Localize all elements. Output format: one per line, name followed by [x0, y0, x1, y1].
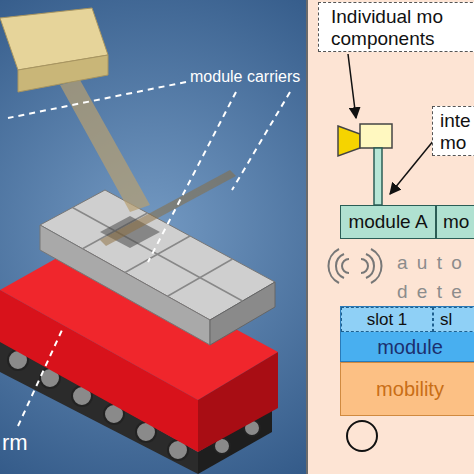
mobility-band: mobility — [340, 362, 474, 416]
module-carrier — [40, 170, 275, 345]
sensor-module — [0, 8, 150, 212]
part-label: rm — [2, 430, 28, 456]
wheel-symbol — [347, 421, 377, 451]
status-label: a u t o — [397, 252, 464, 274]
render-background — [0, 0, 306, 474]
module-box: mo — [436, 205, 474, 239]
node-text: module — [377, 335, 443, 359]
part-label: module carriers — [190, 68, 300, 86]
slot-box: slot 1 — [341, 307, 433, 332]
node-text: mo — [443, 210, 469, 234]
leader-line — [8, 82, 290, 426]
callout-box: inte mo — [432, 106, 474, 156]
node-text: sl — [440, 309, 452, 330]
pointer-arrow — [348, 54, 356, 118]
node-text: mobility — [376, 377, 444, 401]
slot-box: sl — [433, 307, 474, 332]
pointer-arrow — [390, 140, 434, 194]
callout-box: Individual mo components — [318, 2, 474, 52]
status-label: d e t e — [397, 281, 464, 303]
node-text: inte mo — [440, 110, 474, 154]
module-interface-band: module slot 1 sl — [340, 306, 474, 362]
module-box: module A — [340, 205, 436, 239]
node-text: module A — [348, 210, 427, 234]
wireless-symbol — [328, 249, 381, 283]
panel-divider — [306, 0, 308, 474]
node-text: slot 1 — [367, 309, 408, 330]
node-text: Individual mo components — [331, 6, 471, 50]
camera-icon — [338, 124, 392, 205]
